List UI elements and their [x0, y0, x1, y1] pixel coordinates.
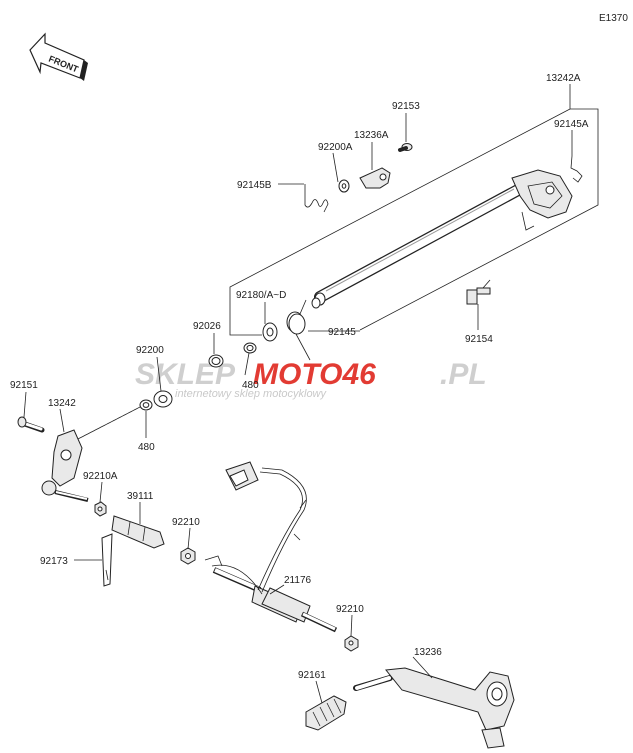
front-arrow-icon: FRONT: [29, 32, 88, 81]
leader-lines: [23, 113, 573, 704]
oil-seal-480-upper: [243, 342, 257, 354]
spring-92145a: [570, 155, 583, 183]
part-labels: 13242A 92153 13236A 92200A 92145A 92145B…: [10, 73, 589, 681]
clip-92173: [101, 533, 113, 587]
sensor-21176: [212, 567, 338, 633]
label-92210-upper: 92210: [172, 517, 200, 528]
nut-92210-lower: [344, 635, 359, 652]
rubber-92161: [305, 695, 347, 731]
label-92145a: 92145A: [554, 119, 589, 130]
label-92153: 92153: [392, 101, 420, 112]
sensor-wire: [204, 467, 307, 595]
label-21176: 21176: [284, 575, 312, 586]
joint-39111: [111, 515, 165, 549]
label-92151: 92151: [10, 380, 38, 391]
washer-92180: [262, 322, 278, 342]
shift-pedal-13236: [353, 667, 515, 749]
arm-13236a: [359, 167, 391, 189]
bolt-92154: [466, 279, 491, 305]
shift-shaft: [311, 169, 573, 309]
label-13236: 13236: [414, 647, 442, 658]
watermark-brand-right: .PL: [440, 358, 487, 391]
figure-code: E1370: [599, 13, 628, 24]
ring-92026: [208, 354, 224, 368]
shaft-assembly-frame: [229, 84, 599, 336]
spring-92145b: [304, 184, 329, 213]
label-92145b: 92145B: [237, 180, 272, 191]
sensor-connector-icon: [225, 461, 259, 491]
label-480-upper: 480: [242, 380, 259, 391]
watermark: SKLEP MOTO46 .PL internetowy sklep motoc…: [135, 358, 487, 400]
bolt-92151: [17, 416, 45, 433]
label-480-lower: 480: [138, 442, 155, 453]
label-13242a: 13242A: [546, 73, 581, 84]
spring-92145: [286, 299, 311, 361]
label-13236a: 13236A: [354, 130, 389, 141]
label-92026: 92026: [193, 321, 221, 332]
bolt-92153: [398, 143, 413, 152]
nut-92210-upper: [180, 547, 196, 565]
label-92161: 92161: [298, 670, 326, 681]
label-39111: 39111: [127, 491, 154, 502]
label-92180: 92180/A~D: [236, 290, 286, 301]
label-92200a: 92200A: [318, 142, 353, 153]
label-92200: 92200: [136, 345, 164, 356]
oil-seal-480-lower: [139, 399, 153, 411]
washer-92200a: [338, 179, 350, 193]
washer-92200: [153, 390, 173, 408]
watermark-tagline: internetowy sklep motocyklowy: [175, 388, 328, 400]
label-13242: 13242: [48, 398, 76, 409]
watermark-brand-mid: MOTO46: [253, 358, 376, 391]
label-92145: 92145: [328, 327, 356, 338]
nut-92210a: [94, 501, 107, 517]
label-92210a: 92210A: [83, 471, 118, 482]
label-92154: 92154: [465, 334, 493, 345]
label-92173: 92173: [40, 556, 68, 567]
label-92210-lower: 92210: [336, 604, 364, 615]
lever-13242: [41, 429, 89, 502]
